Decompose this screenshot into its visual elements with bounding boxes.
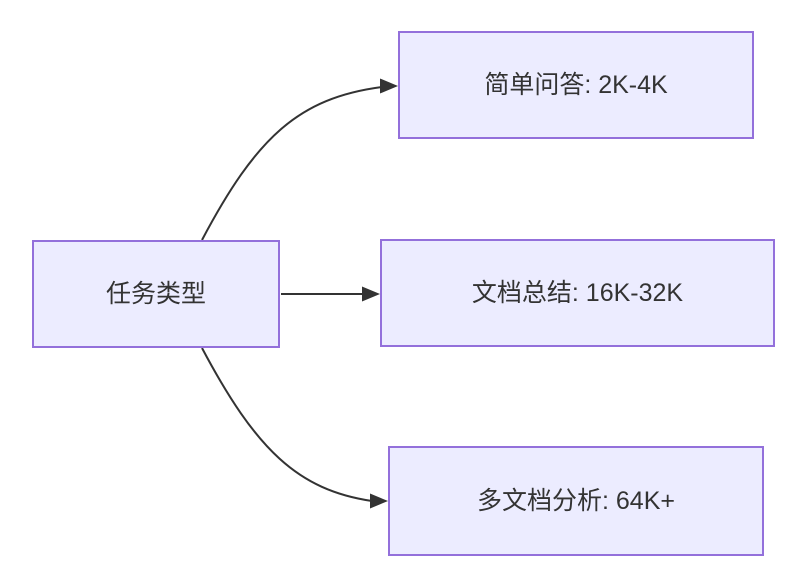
node-multi-doc-analysis-label: 多文档分析: 64K+ <box>477 487 675 515</box>
edge-task-to-multi <box>201 347 373 502</box>
arrowhead-icon-qa <box>380 78 398 94</box>
node-task-type: 任务类型 <box>32 240 280 348</box>
node-simple-qa: 简单问答: 2K-4K <box>398 31 754 139</box>
node-multi-doc-analysis: 多文档分析: 64K+ <box>388 446 764 556</box>
arrowhead-icon-multi <box>370 493 388 509</box>
node-doc-summary-label: 文档总结: 16K-32K <box>471 279 684 307</box>
node-task-type-label: 任务类型 <box>105 280 206 308</box>
edge-task-to-qa <box>201 86 383 241</box>
arrowhead-icon-doc <box>362 286 380 302</box>
node-simple-qa-label: 简单问答: 2K-4K <box>484 71 668 99</box>
node-doc-summary: 文档总结: 16K-32K <box>380 239 775 347</box>
